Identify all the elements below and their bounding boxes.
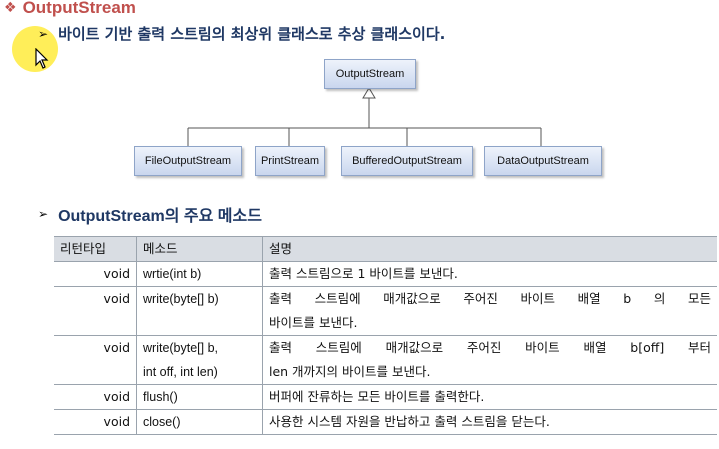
methods-table: 리턴타입 메소드 설명 void wrtie(int b) 출력 스트림으로 1… <box>54 236 717 435</box>
description-cell: 버퍼에 잔류하는 모든 바이트를 출력한다. <box>262 384 717 410</box>
description-cell: 출력 스트림으로 1 바이트를 보낸다. <box>262 261 717 287</box>
description-line: 버퍼에 잔류하는 모든 바이트를 출력한다. <box>269 389 485 404</box>
table-header-row: 리턴타입 메소드 설명 <box>54 236 717 262</box>
parent-class-box: OutputStream <box>324 59 416 89</box>
method-cell: write(byte[] b, int off, int len) <box>136 335 263 385</box>
table-row: void flush() 버퍼에 잔류하는 모든 바이트를 출력한다. <box>54 384 717 410</box>
table-row: void write(byte[] b) 출력 스트림에 매개값으로 주어진 바… <box>54 286 717 336</box>
return-type-cell: void <box>54 286 137 336</box>
description-cell: 사용한 시스템 자원을 반납하고 출력 스트림을 닫는다. <box>262 409 717 435</box>
table-row: void wrtie(int b) 출력 스트림으로 1 바이트를 보낸다. <box>54 261 717 287</box>
class-hierarchy-lines <box>187 87 542 146</box>
method-cell: close() <box>136 409 263 435</box>
section-heading: OutputStream의 주요 메소드 <box>58 208 262 225</box>
description-line: 출력 스트림으로 1 바이트를 보낸다. <box>269 266 458 281</box>
description-line: 출력 스트림에 매개값으로 주어진 바이트 배열 b[off] 부터 <box>269 340 711 355</box>
arrow-bullet-icon: ➢ <box>38 26 49 41</box>
diamond-bullet-icon: ❖ <box>4 0 17 16</box>
description-text: 바이트 기반 출력 스트림의 최상위 클래스로 추상 클래스이다. <box>58 25 446 43</box>
page-title: OutputStream <box>22 0 136 17</box>
description-line: len 개까지의 바이트를 보낸다. <box>269 364 431 379</box>
title-row: ❖ OutputStream <box>0 0 136 20</box>
child-class-box: DataOutputStream <box>484 146 602 176</box>
table-row: void write(byte[] b, int off, int len) 출… <box>54 335 717 385</box>
table-row: void close() 사용한 시스템 자원을 반납하고 출력 스트림을 닫는… <box>54 409 717 435</box>
description-line: 사용한 시스템 자원을 반납하고 출력 스트림을 닫는다. <box>269 414 550 429</box>
description-line: 출력 스트림에 매개값으로 주어진 바이트 배열 b 의 모든 <box>269 291 711 306</box>
return-type-cell: void <box>54 261 137 287</box>
description-cell: 출력 스트림에 매개값으로 주어진 바이트 배열 b[off] 부터 len 개… <box>262 335 717 385</box>
method-cell: wrtie(int b) <box>136 261 263 287</box>
header-method: 메소드 <box>136 236 263 262</box>
method-line: close() <box>143 415 181 429</box>
arrow-bullet-icon: ➢ <box>38 207 49 221</box>
method-line: wrtie(int b) <box>143 267 202 281</box>
header-description: 설명 <box>262 236 717 262</box>
method-line: int off, int len) <box>143 365 218 379</box>
return-type-cell: void <box>54 409 137 435</box>
method-line: write(byte[] b, <box>143 341 219 355</box>
section-heading-row: ➢ OutputStream의 주요 메소드 <box>38 202 262 226</box>
header-return-type: 리턴타입 <box>54 236 137 262</box>
return-type-cell: void <box>54 384 137 410</box>
method-line: flush() <box>143 390 178 404</box>
method-cell: write(byte[] b) <box>136 286 263 336</box>
description-row: ➢ 바이트 기반 출력 스트림의 최상위 클래스로 추상 클래스이다. <box>38 23 445 44</box>
description-cell: 출력 스트림에 매개값으로 주어진 바이트 배열 b 의 모든 바이트를 보낸다… <box>262 286 717 336</box>
child-class-box: FileOutputStream <box>134 146 242 176</box>
mouse-pointer-icon <box>35 48 49 69</box>
method-line: write(byte[] b) <box>143 292 219 306</box>
description-line: 바이트를 보낸다. <box>269 315 358 330</box>
child-class-box: PrintStream <box>255 146 325 176</box>
return-type-cell: void <box>54 335 137 385</box>
child-class-box: BufferedOutputStream <box>341 146 473 176</box>
cursor-highlight <box>12 26 58 72</box>
method-cell: flush() <box>136 384 263 410</box>
